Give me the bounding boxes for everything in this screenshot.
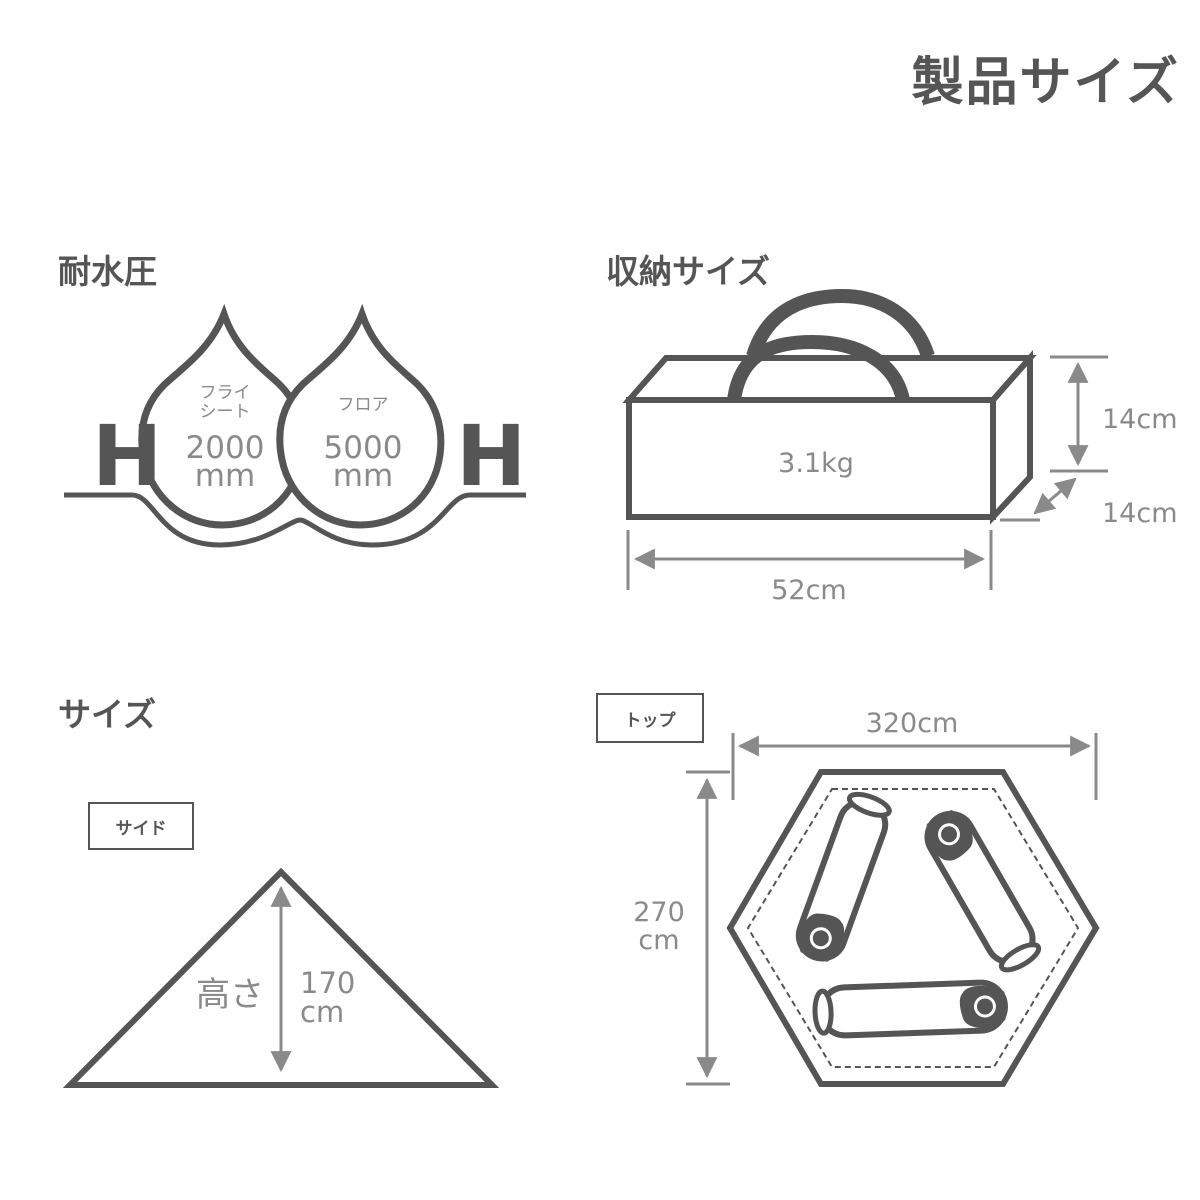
bag-front-handle: [727, 334, 910, 402]
floor-label: フロア: [338, 395, 389, 415]
water-resistance-heading: 耐水圧: [58, 252, 157, 291]
tent-inner-dashed-outline: [746, 788, 1080, 1068]
storage-dimensions: [626, 355, 1108, 590]
bag-back-handle: [746, 288, 935, 359]
side-height-value: 170: [300, 966, 355, 1000]
side-view-graphic: [62, 867, 500, 1088]
top-view-label: トップ: [596, 693, 704, 743]
top-width-label: 320cm: [866, 708, 959, 739]
water-resistance-graphic: H H フライ シート 2000 mm フロア 5000 mm: [64, 303, 526, 548]
side-height-word: 高さ: [196, 975, 264, 1015]
sleeping-bag-2-icon: [924, 809, 1042, 973]
bag-top-face: [622, 355, 1037, 403]
side-view-label: サイド: [88, 802, 194, 850]
storage-size-heading: 収納サイズ: [606, 252, 771, 291]
top-depth-value: 270: [633, 897, 685, 928]
bag-front-panel: [626, 397, 996, 520]
bag-side-face: [990, 350, 1033, 525]
bag-weight: 3.1kg: [778, 448, 854, 479]
water-drop-floor-icon: [276, 303, 445, 529]
water-drop-fly-sheet-icon: [138, 303, 307, 529]
page-title: 製品サイズ: [911, 53, 1180, 113]
fly-value: 2000: [186, 430, 265, 466]
fly-label-line1: フライ: [200, 383, 251, 403]
left-h-letter: H: [92, 407, 162, 505]
storage-height-label: 14cm: [1102, 404, 1178, 435]
top-depth-unit: cm: [638, 925, 679, 956]
fly-unit: mm: [195, 458, 255, 494]
sleeping-bag-1-icon: [795, 791, 892, 962]
side-height-unit: cm: [300, 995, 344, 1029]
storage-depth-label: 14cm: [1102, 498, 1178, 529]
right-h-letter: H: [456, 407, 526, 505]
size-heading: サイズ: [58, 695, 157, 734]
fly-label-line2: シート: [200, 402, 251, 422]
sleeping-bag-3-icon: [812, 979, 1008, 1039]
floor-unit: mm: [333, 458, 393, 494]
tent-floor-hexagon: [726, 769, 1100, 1087]
storage-width-label: 52cm: [771, 575, 847, 606]
floor-value: 5000: [324, 430, 403, 466]
ground-line: [64, 492, 526, 548]
top-view-graphic: [686, 733, 1100, 1087]
